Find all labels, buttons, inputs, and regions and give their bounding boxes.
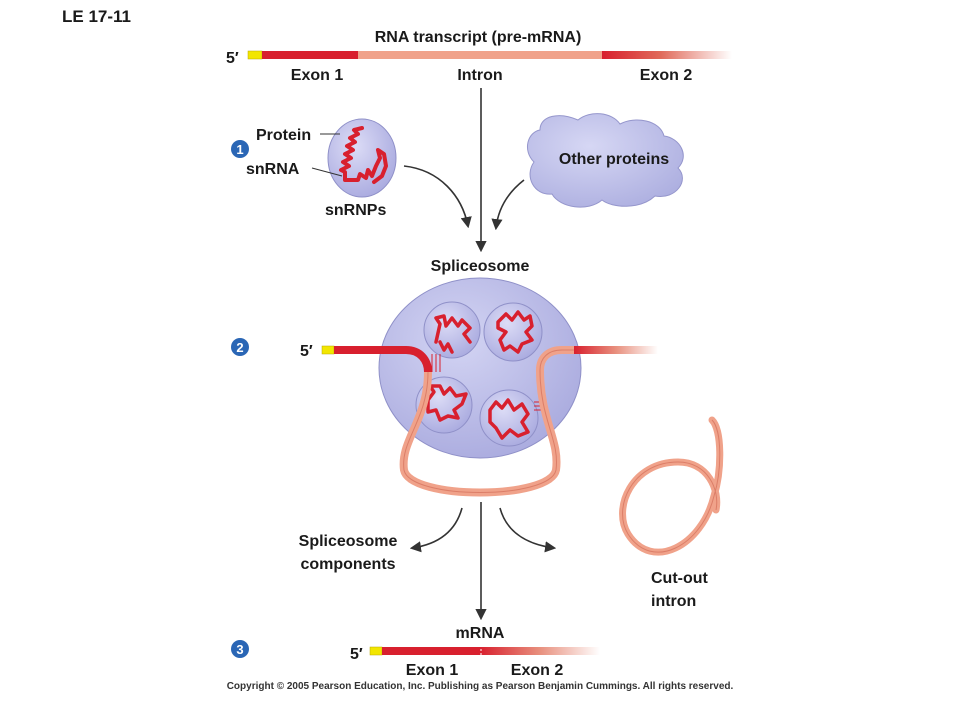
- lariat-outline: [622, 419, 721, 553]
- copyright-notice: Copyright © 2005 Pearson Education, Inc.…: [227, 681, 734, 692]
- pre-mrna: RNA transcript (pre-mRNA) 5′ Exon 1 Intr…: [226, 29, 732, 84]
- pre-mrna-intron-bar: [358, 51, 602, 59]
- mrna-exon1-label: Exon 1: [406, 662, 459, 679]
- other-proteins-arrow: [491, 179, 525, 231]
- pre-mrna-title: RNA transcript (pre-mRNA): [375, 29, 582, 46]
- base-pair-ticks-left: [431, 354, 441, 372]
- snrnps-label: snRNPs: [325, 202, 386, 219]
- step-1-marker: [231, 140, 249, 158]
- cutout-label-line1: Cut-out: [651, 570, 709, 587]
- pre-mrna-exon1-label: Exon 1: [291, 67, 344, 84]
- components-arrow: [409, 507, 463, 553]
- components-label-line1: Spliceosome: [299, 533, 398, 550]
- mrna-five-prime: 5′: [350, 646, 363, 663]
- snrna-squiggle-3: [426, 384, 468, 422]
- step-1: 1 Protein snRNA snRNPs Other proteins: [231, 88, 684, 253]
- mrna-title: mRNA: [456, 625, 505, 642]
- spliceosome-label: Spliceosome: [431, 258, 530, 275]
- step-1-number: 1: [236, 142, 243, 157]
- step-2-intron-outline: [403, 349, 574, 493]
- mrna-exon2-label: Exon 2: [511, 662, 564, 679]
- snrna-strand: [339, 126, 388, 184]
- step-2-cap: [321, 345, 335, 355]
- step-2-exon1-strand: [334, 346, 432, 373]
- pre-mrna-exon2-label: Exon 2: [640, 67, 693, 84]
- lariat-intron: [619, 416, 724, 556]
- mrna-exon1-bar: [382, 647, 480, 655]
- cutout-label-line2: intron: [651, 593, 696, 610]
- mrna-exon2-bar: [480, 647, 600, 655]
- mrna-cap: [369, 646, 383, 656]
- step-3-number: 3: [236, 642, 243, 657]
- figure-id: LE 17-11: [62, 7, 131, 26]
- snrnp-arrow: [403, 165, 472, 229]
- snrna-pointer: [311, 167, 343, 177]
- pre-mrna-cap: [247, 50, 263, 60]
- spliceosome-snrnp-2: [483, 302, 543, 362]
- step-2-number: 2: [236, 340, 243, 355]
- step-2: Spliceosome 2 5′: [231, 258, 658, 497]
- pre-mrna-exon2-bar: [602, 51, 732, 59]
- step-3-marker: [231, 640, 249, 658]
- step-2-five-prime: 5′: [300, 343, 313, 360]
- products: Spliceosome components Cut-out intron: [299, 416, 724, 621]
- components-label-line2: components: [300, 556, 395, 573]
- other-proteins-blob: [526, 113, 684, 208]
- snrna-label: snRNA: [246, 161, 300, 178]
- other-proteins-label: Other proteins: [559, 151, 669, 168]
- pre-mrna-five-prime: 5′: [226, 50, 239, 67]
- step-2-marker: [231, 338, 249, 356]
- step-3: 3 mRNA 5′ Exon 1 Exon 2: [231, 625, 600, 679]
- snrna-squiggle-4: [488, 398, 530, 440]
- snrna-squiggle-2: [496, 310, 534, 354]
- snrna-squiggle-1: [434, 314, 472, 354]
- pre-mrna-exon1-bar: [262, 51, 358, 59]
- step-2-exon2-strand: [574, 346, 658, 354]
- pre-mrna-intron-label: Intron: [457, 67, 502, 84]
- protein-label: Protein: [256, 127, 311, 144]
- intron-arrow: [499, 507, 557, 553]
